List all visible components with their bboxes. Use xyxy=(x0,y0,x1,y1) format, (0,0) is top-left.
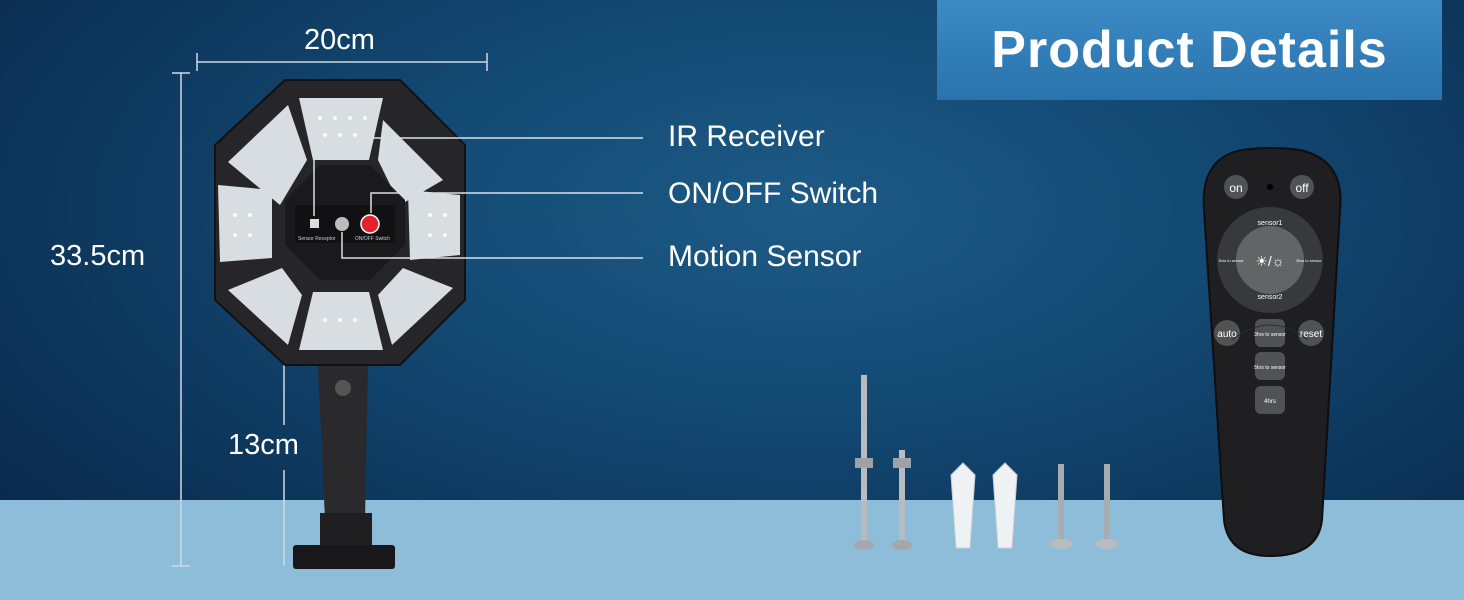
remote-4hrs-button: 4hrs xyxy=(1264,399,1276,405)
on-off-switch-label: ON/OFF Switch xyxy=(668,177,879,210)
sensor-receptor-label: Sensor Receptor xyxy=(298,236,336,242)
floor xyxy=(0,500,1464,600)
switch-panel-label: ON/OFF Switch xyxy=(355,236,390,242)
ir-receiver-label: IR Receiver xyxy=(668,120,825,153)
solar-lamp xyxy=(214,79,466,366)
remote-5hrs-button: 5hrs to sensor xyxy=(1254,365,1286,371)
remote-on-button: on xyxy=(1229,181,1242,195)
remote-left-small-label: 3hrs to sensor xyxy=(1218,258,1244,263)
page-title: Product Details xyxy=(991,21,1388,79)
remote-sensor2-label: sensor2 xyxy=(1258,294,1283,301)
bracket-dimension-label: 13cm xyxy=(228,429,299,461)
mounting-bracket xyxy=(293,365,395,569)
remote-center-button: ☀/☼ xyxy=(1255,253,1284,269)
dimension-lines xyxy=(172,53,488,567)
remote-control xyxy=(1202,147,1342,558)
title-banner: Product Details xyxy=(937,0,1442,100)
height-dimension-label: 33.5cm xyxy=(50,240,146,272)
remote-right-small-label: 5hrs to sensor xyxy=(1296,258,1322,263)
width-dimension-label: 20cm xyxy=(304,24,375,56)
motion-sensor-label: Motion Sensor xyxy=(668,240,862,273)
remote-off-button: off xyxy=(1295,181,1309,195)
remote-sensor1-label: sensor1 xyxy=(1258,220,1283,227)
remote-3hrs-button: 3hrs to sensor xyxy=(1254,332,1286,338)
remote-auto-button: auto xyxy=(1217,329,1237,340)
remote-reset-button: reset xyxy=(1300,329,1322,340)
callout-lines xyxy=(313,137,643,259)
hardware-kit xyxy=(854,375,1119,550)
